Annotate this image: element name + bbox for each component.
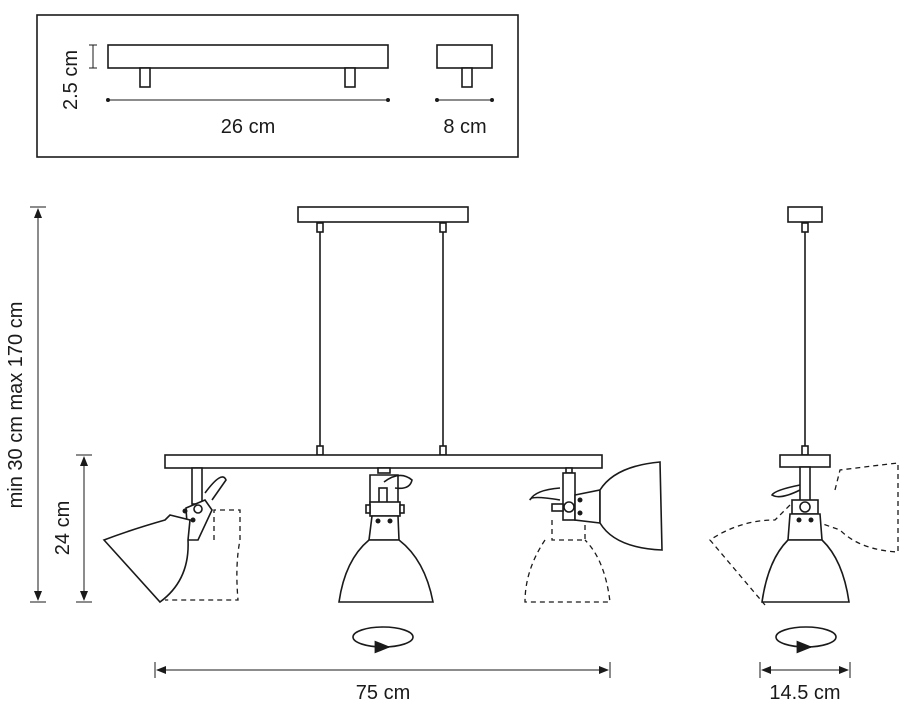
canopy-height-label: 2.5 cm <box>60 50 82 110</box>
front-view: min 30 cm max 170 cm 24 cm 75 cm <box>5 206 663 704</box>
side-view: 14.5 cm <box>709 206 899 704</box>
rotation-icon <box>775 626 837 648</box>
ceiling-plate <box>297 206 469 223</box>
canopy-side-view <box>436 44 493 69</box>
total-height-label: min 30 cm max 170 cm <box>5 302 27 509</box>
rotation-icon <box>352 626 414 648</box>
canopy-top-view <box>107 44 389 69</box>
total-length-label: 75 cm <box>356 682 410 704</box>
canopy-length-label: 26 cm <box>221 116 275 138</box>
lamp-bar <box>164 454 603 469</box>
lamp-height-label: 24 cm <box>52 501 74 555</box>
side-width-label: 14.5 cm <box>769 682 840 704</box>
center-spotlight <box>338 467 434 654</box>
left-spotlight <box>102 467 241 604</box>
canopy-detail-box: 26 cm 8 cm 2.5 cm <box>36 14 519 158</box>
canopy-width-label: 8 cm <box>443 116 486 138</box>
right-spotlight <box>524 461 663 603</box>
